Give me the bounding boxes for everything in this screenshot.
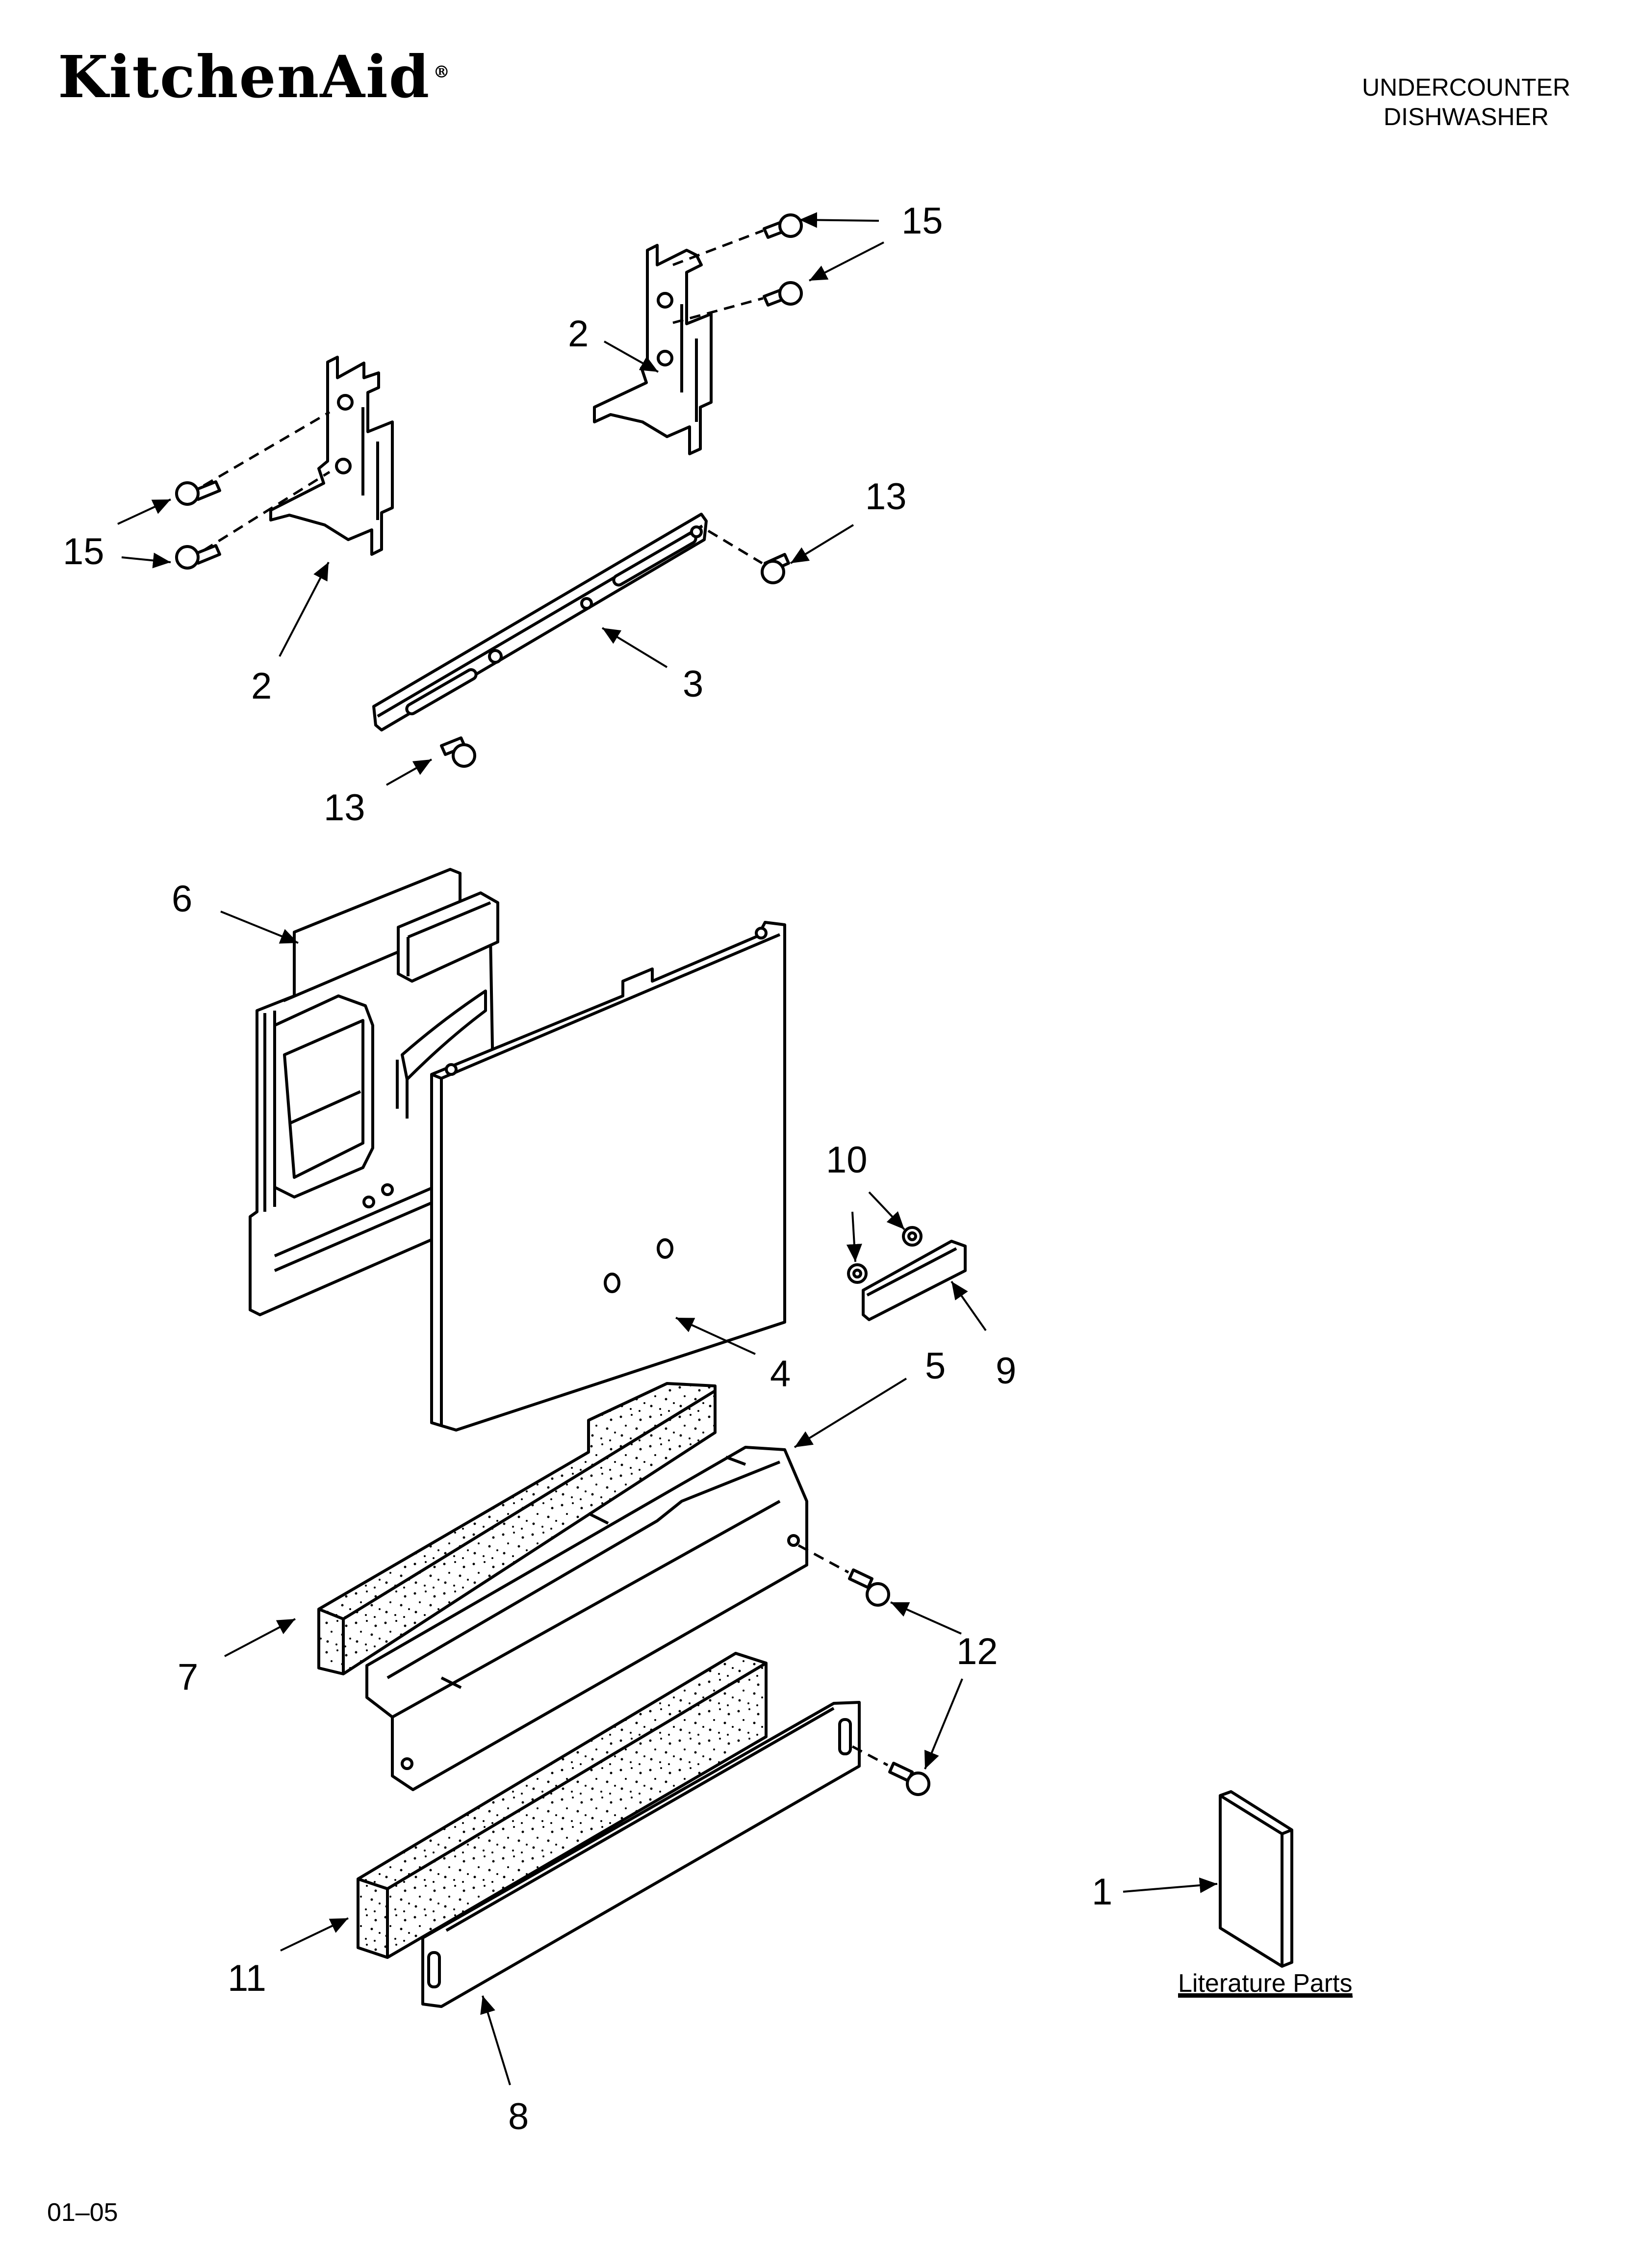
kickplate-channel [365, 1446, 808, 1791]
callout-10: 10 [826, 1139, 868, 1181]
screw-right-lower [763, 281, 803, 307]
leader-7 [224, 1618, 296, 1657]
screw-left-lower [175, 544, 221, 570]
align-line-5 [707, 529, 763, 565]
align-line-7 [851, 1745, 889, 1767]
brand-name: KitchenAid [58, 43, 431, 111]
leader-15-right-b [809, 241, 884, 282]
leader-2-left [279, 562, 330, 657]
callout-2-right: 2 [568, 313, 589, 355]
leader-4 [675, 1317, 756, 1355]
screw-kick-upper [848, 1568, 890, 1607]
callout-7: 7 [178, 1656, 198, 1698]
leader-15-right-a [799, 212, 879, 228]
outer-door-panel [430, 921, 786, 1432]
upper-insulation-foam [317, 1382, 717, 1675]
leader-9 [950, 1280, 987, 1331]
leader-6 [220, 911, 299, 944]
screw-kick-lower [888, 1762, 930, 1796]
document-title: UNDERCOUNTER DISHWASHER [1362, 73, 1570, 131]
leader-15-left-a [117, 498, 171, 525]
lower-insulation-foam [357, 1652, 768, 1959]
nut-upper [902, 1226, 923, 1247]
hinge-bracket-right [593, 244, 713, 455]
align-line-1 [203, 411, 331, 487]
leader-10-a [868, 1191, 905, 1230]
leader-1 [1123, 1877, 1218, 1893]
leader-11 [280, 1917, 349, 1952]
handle-trim [862, 1240, 967, 1321]
callout-11: 11 [228, 1957, 266, 1999]
callout-3: 3 [683, 663, 703, 705]
callout-15-right: 15 [901, 200, 943, 242]
callout-15-left: 15 [63, 531, 104, 573]
brand-logo: KitchenAid® [58, 48, 451, 106]
leader-13-right [790, 524, 854, 564]
leader-15-left-b [121, 552, 171, 569]
kickplate-strip [421, 1701, 861, 2008]
screw-right-upper [763, 213, 803, 239]
date-code: 01–05 [47, 2198, 118, 2227]
callout-13-left: 13 [324, 787, 365, 829]
leader-13-left [386, 758, 432, 786]
literature-booklet [1219, 1790, 1293, 1968]
callout-12: 12 [956, 1631, 998, 1672]
leader-3 [601, 627, 668, 668]
leader-12-b [924, 1678, 963, 1770]
screw-rail-right [761, 553, 790, 584]
align-line-4 [672, 297, 764, 324]
screw-rail-left [440, 736, 476, 768]
leader-12-a [890, 1601, 962, 1635]
align-line-3 [672, 229, 764, 266]
callout-5: 5 [925, 1345, 946, 1387]
title-line-1: UNDERCOUNTER [1362, 74, 1570, 101]
callout-6: 6 [172, 878, 192, 920]
callout-2-left: 2 [251, 665, 272, 707]
align-line-2 [203, 470, 331, 552]
nut-lower [847, 1263, 868, 1284]
leader-5 [794, 1378, 907, 1448]
title-line-2: DISHWASHER [1383, 103, 1549, 130]
callout-9: 9 [996, 1350, 1016, 1392]
leader-2-right [604, 340, 659, 373]
callout-13-right: 13 [865, 476, 907, 518]
registered-mark: ® [433, 62, 451, 82]
callout-1: 1 [1092, 1871, 1112, 1913]
hinge-bracket-left [269, 356, 394, 556]
mounting-rail [372, 513, 708, 731]
callout-8: 8 [508, 2096, 529, 2138]
callout-4: 4 [770, 1353, 791, 1395]
literature-parts-label: Literature Parts [1178, 1969, 1353, 1998]
leader-8 [480, 1995, 511, 2086]
align-line-6 [797, 1544, 849, 1574]
leader-10-b [846, 1211, 862, 1262]
screw-left-upper [175, 480, 221, 506]
